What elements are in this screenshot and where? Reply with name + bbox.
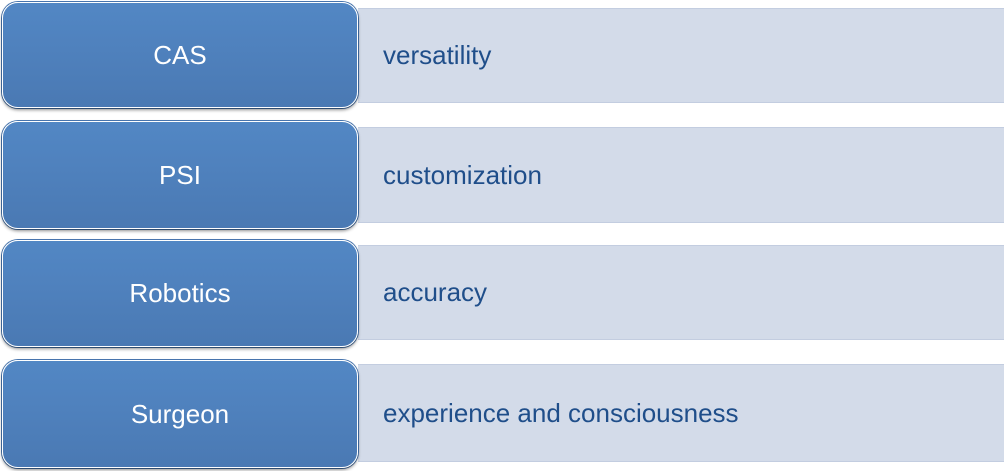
row-value: versatility [358, 8, 1004, 103]
row-value: experience and consciousness [358, 364, 1004, 462]
row-value: customization [358, 127, 1004, 223]
row-label: CAS [2, 2, 358, 108]
row-label: PSI [2, 121, 358, 229]
row-value: accuracy [358, 245, 1004, 340]
row-label: Robotics [2, 240, 358, 347]
row-label: Surgeon [2, 360, 358, 468]
